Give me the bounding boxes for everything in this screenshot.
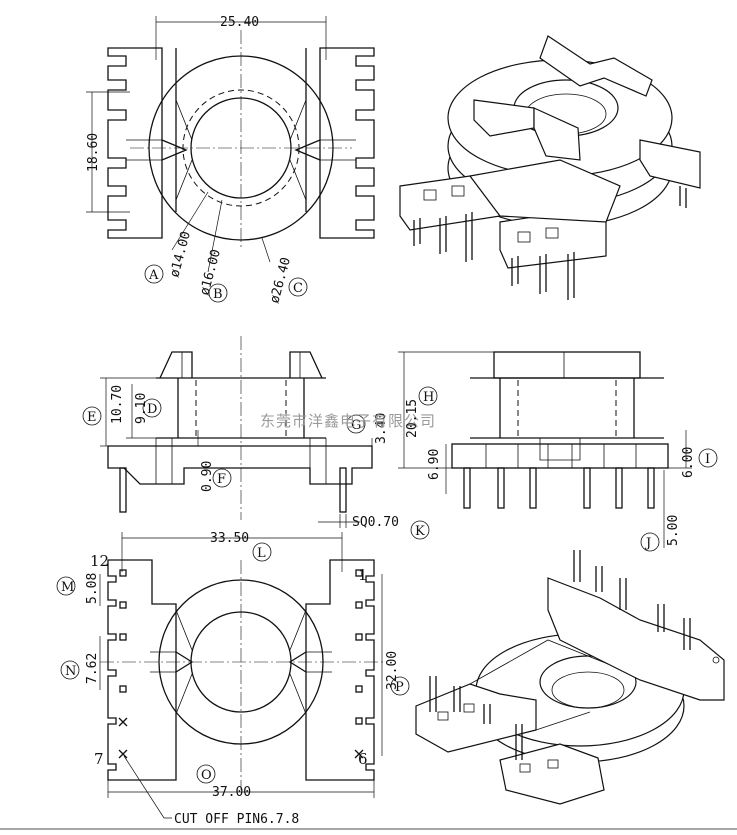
dim-i-value: 6.00 — [681, 447, 696, 478]
dim-f-value: 0.90 — [200, 461, 215, 492]
label-a: A — [148, 268, 159, 283]
top-view-right-comb — [319, 47, 375, 239]
watermark-text: 东莞市洋鑫电子有限公司 — [260, 412, 436, 430]
dim-g-value: 3.40 — [374, 413, 389, 444]
iso-top-pins — [413, 186, 687, 300]
label-j: J — [644, 536, 651, 551]
bottom-view-left-comb — [107, 559, 177, 781]
dim-p-value: 32.00 — [385, 651, 400, 690]
label-p: P — [395, 680, 404, 695]
dim-height-label: 18.60 — [86, 133, 101, 172]
label-n: N — [65, 664, 76, 679]
dim-k-value: SQ0.70 — [352, 515, 399, 530]
front-view: 20.15 H 6.90 6.00 I 5.00 J — [398, 351, 718, 552]
side-view: 10.70 9.10 E D 3.40 G 0.90 F SQ0.70 K — [82, 336, 430, 540]
dim-n-value: 7.62 — [85, 653, 100, 684]
pin-12-label: 12 — [90, 552, 109, 570]
dim-j-value: 5.00 — [666, 515, 681, 546]
dim-o-value: 37.00 — [212, 785, 251, 800]
top-view: 25.40 18.60 ø14.00 ø16.00 ø26.40 A B C — [86, 15, 375, 305]
label-k: K — [415, 524, 425, 539]
pin-6-label: 6 — [358, 750, 368, 768]
dim-left-value: 6.90 — [427, 449, 442, 480]
iso-view-bottom — [415, 550, 725, 805]
top-view-left-comb — [107, 47, 163, 239]
label-i: I — [705, 452, 710, 467]
dia-a-label: ø14.00 — [167, 230, 194, 279]
iso-view-top — [399, 35, 701, 300]
label-m: M — [61, 580, 74, 595]
bottom-view: 33.50 L 5.08 M 7.62 N 32.00 P 37.00 O 12… — [56, 531, 410, 827]
label-l: L — [257, 546, 266, 561]
dia-c-label: ø26.40 — [267, 256, 294, 305]
bottom-view-right-comb — [305, 559, 375, 781]
label-e: E — [87, 410, 97, 425]
dim-h-value: 20.15 — [405, 399, 420, 438]
dim-m-value: 5.08 — [85, 573, 100, 604]
front-view-pins — [463, 467, 655, 509]
iso-bottom-pins — [429, 550, 691, 760]
label-d: D — [147, 402, 157, 417]
cut-off-note: CUT OFF PIN6.7.8 — [174, 812, 299, 827]
label-o: O — [201, 768, 212, 783]
label-b: B — [213, 287, 223, 302]
dim-d-value: 9.10 — [134, 393, 149, 424]
bottom-left-pins — [118, 569, 128, 759]
label-c: C — [293, 281, 303, 296]
pin-1-label: 1 — [358, 566, 368, 584]
dim-l-value: 33.50 — [210, 531, 249, 546]
dim-width-label: 25.40 — [220, 15, 259, 30]
label-f: F — [217, 472, 226, 487]
dim-e-value: 10.70 — [110, 385, 125, 424]
label-g: G — [351, 418, 361, 433]
pin-7-label: 7 — [94, 750, 104, 768]
bottom-right-pins — [354, 569, 364, 759]
label-h: H — [423, 390, 434, 405]
